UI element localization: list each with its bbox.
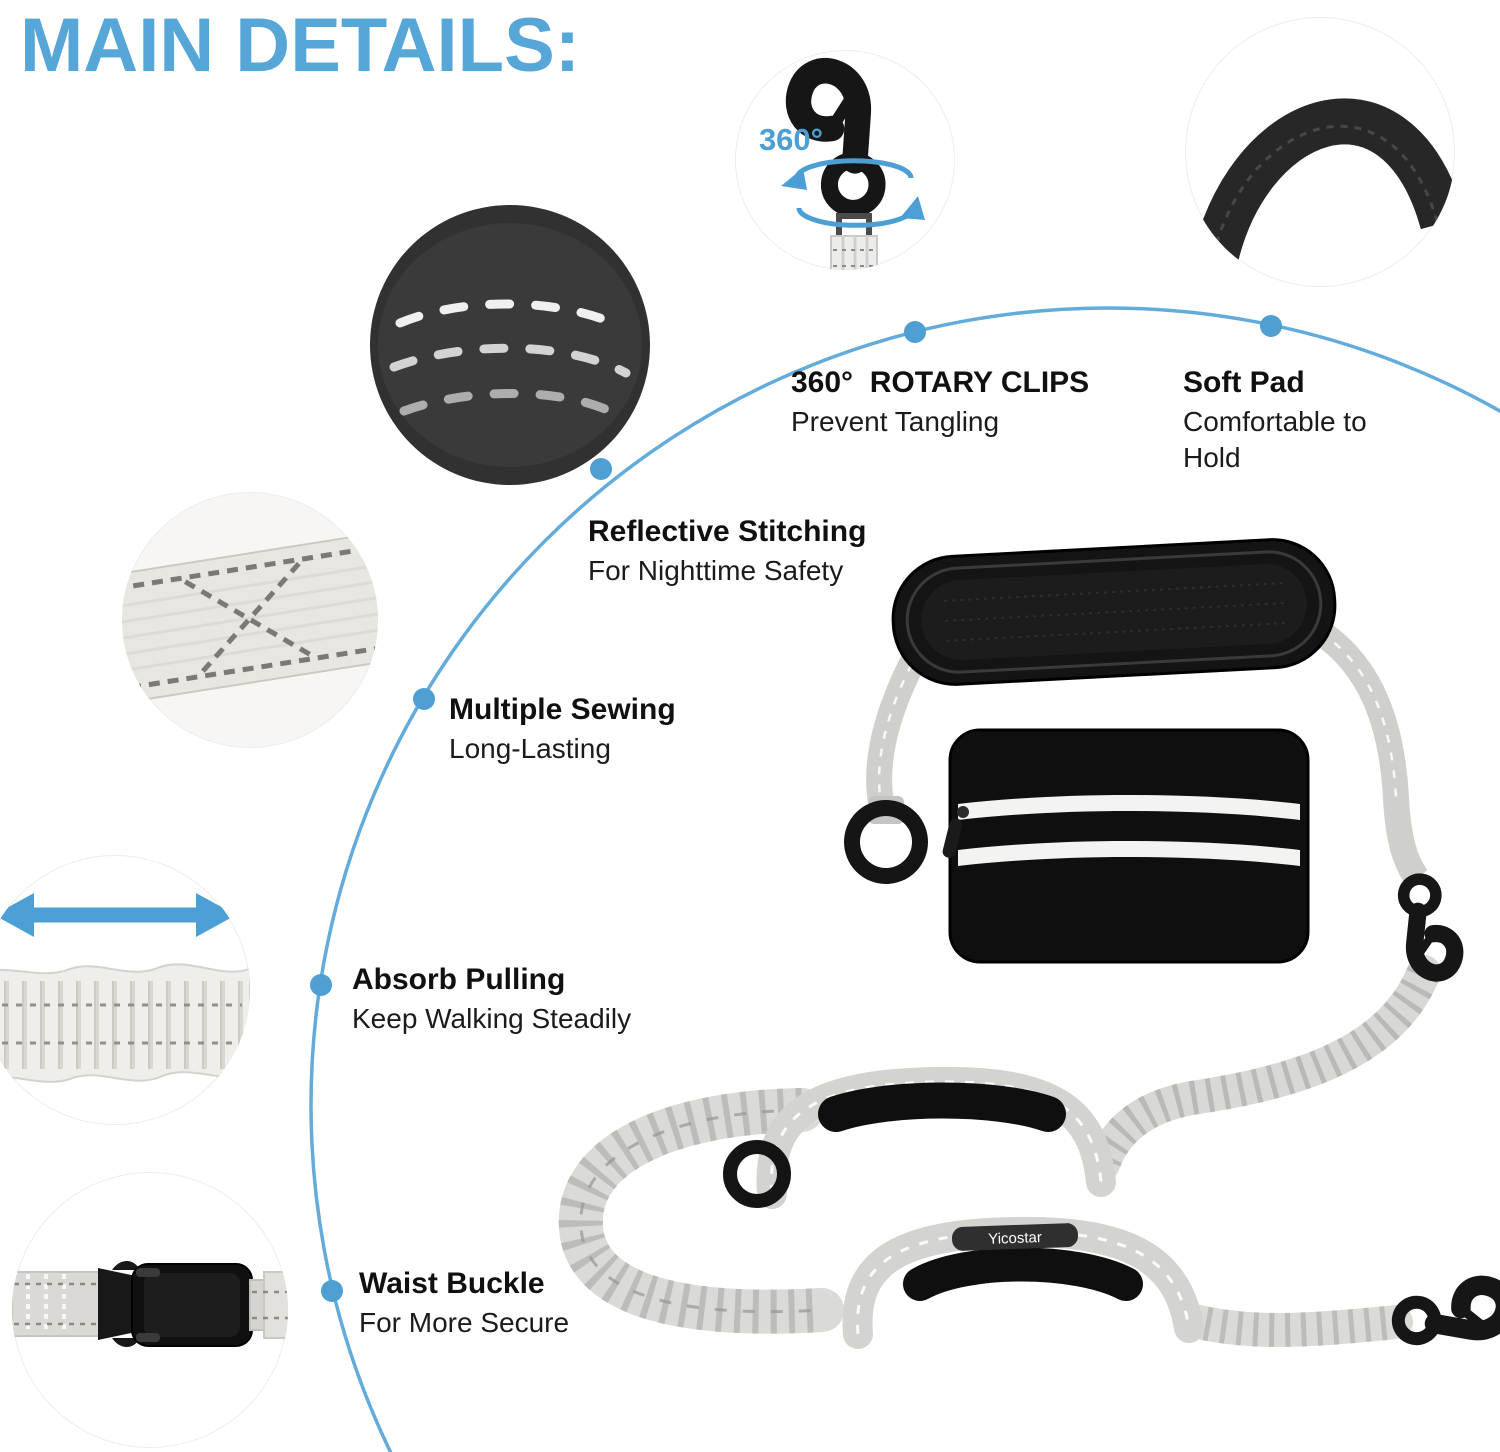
feature-sub: For More Secure (359, 1307, 570, 1338)
callout-reflective-stitching (370, 205, 650, 485)
feature-waist-buckle: Waist Buckle For More Secure (359, 1265, 569, 1341)
feature-heading: Reflective Stitching (588, 515, 867, 548)
feature-rotary-clips: 360° ROTARY CLIPS Prevent Tangling (791, 364, 1089, 440)
bungee-right (1173, 1303, 1413, 1347)
feature-heading: Absorb Pulling (352, 963, 566, 996)
dot-rotary-clips (904, 321, 926, 343)
feature-heading: Waist Buckle (359, 1267, 545, 1300)
buckle-left-strap (12, 1271, 101, 1337)
bungee-top (1086, 955, 1441, 1181)
handle-d-ring (723, 1140, 791, 1208)
feature-sub: Comfortable to Hold (1183, 406, 1367, 473)
brand-label: Yicostar (988, 1229, 1042, 1248)
rotation-arrows-icon (781, 158, 925, 228)
feature-absorb-pulling: Absorb Pulling Keep Walking Steadily (352, 961, 631, 1037)
dot-absorb-pulling (310, 974, 332, 996)
feature-dots (310, 315, 1282, 1302)
reflective-stripe (958, 795, 1300, 820)
feature-heading: Multiple Sewing (449, 693, 676, 726)
dot-soft-pad (1260, 315, 1282, 337)
feature-multiple-sewing: Multiple Sewing Long-Lasting (449, 691, 676, 767)
callout-waist-buckle (12, 1172, 288, 1448)
buckle-right-strap (249, 1271, 288, 1339)
feature-soft-pad: Soft Pad Comfortable to Hold (1183, 364, 1418, 476)
brand-tab (951, 1223, 1079, 1251)
stretch-arrow-icon (0, 893, 236, 937)
callout-absorb-pulling (0, 855, 250, 1125)
stitch-pattern (122, 541, 378, 694)
feature-heading: Soft Pad (1183, 366, 1305, 399)
upper-handle (723, 1066, 1116, 1209)
rotary-degree-label: 360° (759, 122, 823, 157)
reflective-stripe (958, 841, 1300, 866)
page-title: MAIN DETAILS: (20, 3, 581, 88)
soft-pad (891, 538, 1337, 686)
side-release-buckle (98, 1261, 253, 1347)
zipper-pull (942, 806, 969, 858)
feature-reflective-stitching: Reflective Stitching For Nighttime Safet… (588, 513, 866, 589)
belt-d-ring (844, 796, 928, 884)
leash-end-snap-hook-icon (1395, 1272, 1500, 1353)
weave-lines (122, 559, 378, 676)
callout-rotary-clip: 360° (735, 50, 955, 270)
feature-sub: For Nighttime Safety (588, 555, 844, 586)
handle-grip (818, 1082, 1066, 1132)
bungee-macro (0, 963, 250, 1083)
dot-waist-buckle (321, 1280, 343, 1302)
feature-sub: Long-Lasting (449, 733, 611, 764)
dot-reflective-stitching (590, 458, 612, 480)
feature-heading: 360° ROTARY CLIPS (791, 366, 1090, 399)
dot-multiple-sewing (413, 688, 435, 710)
clip-webbing (830, 235, 878, 270)
callout-multiple-sewing (122, 492, 378, 748)
callout-soft-pad (1185, 17, 1455, 287)
handle-grip (903, 1247, 1143, 1301)
feature-sub: Prevent Tangling (791, 406, 1000, 437)
bungee-left (558, 1088, 844, 1334)
soft-pad-handle (1190, 98, 1455, 274)
feature-sub: Keep Walking Steadily (352, 1003, 632, 1034)
connector-arc (309, 306, 1500, 1452)
waist-bag (942, 728, 1310, 964)
reflective-stitch-rows (389, 299, 631, 420)
fabric-background (378, 223, 642, 467)
lower-handle: Yicostar (842, 1216, 1204, 1349)
webbing-macro (122, 528, 378, 708)
